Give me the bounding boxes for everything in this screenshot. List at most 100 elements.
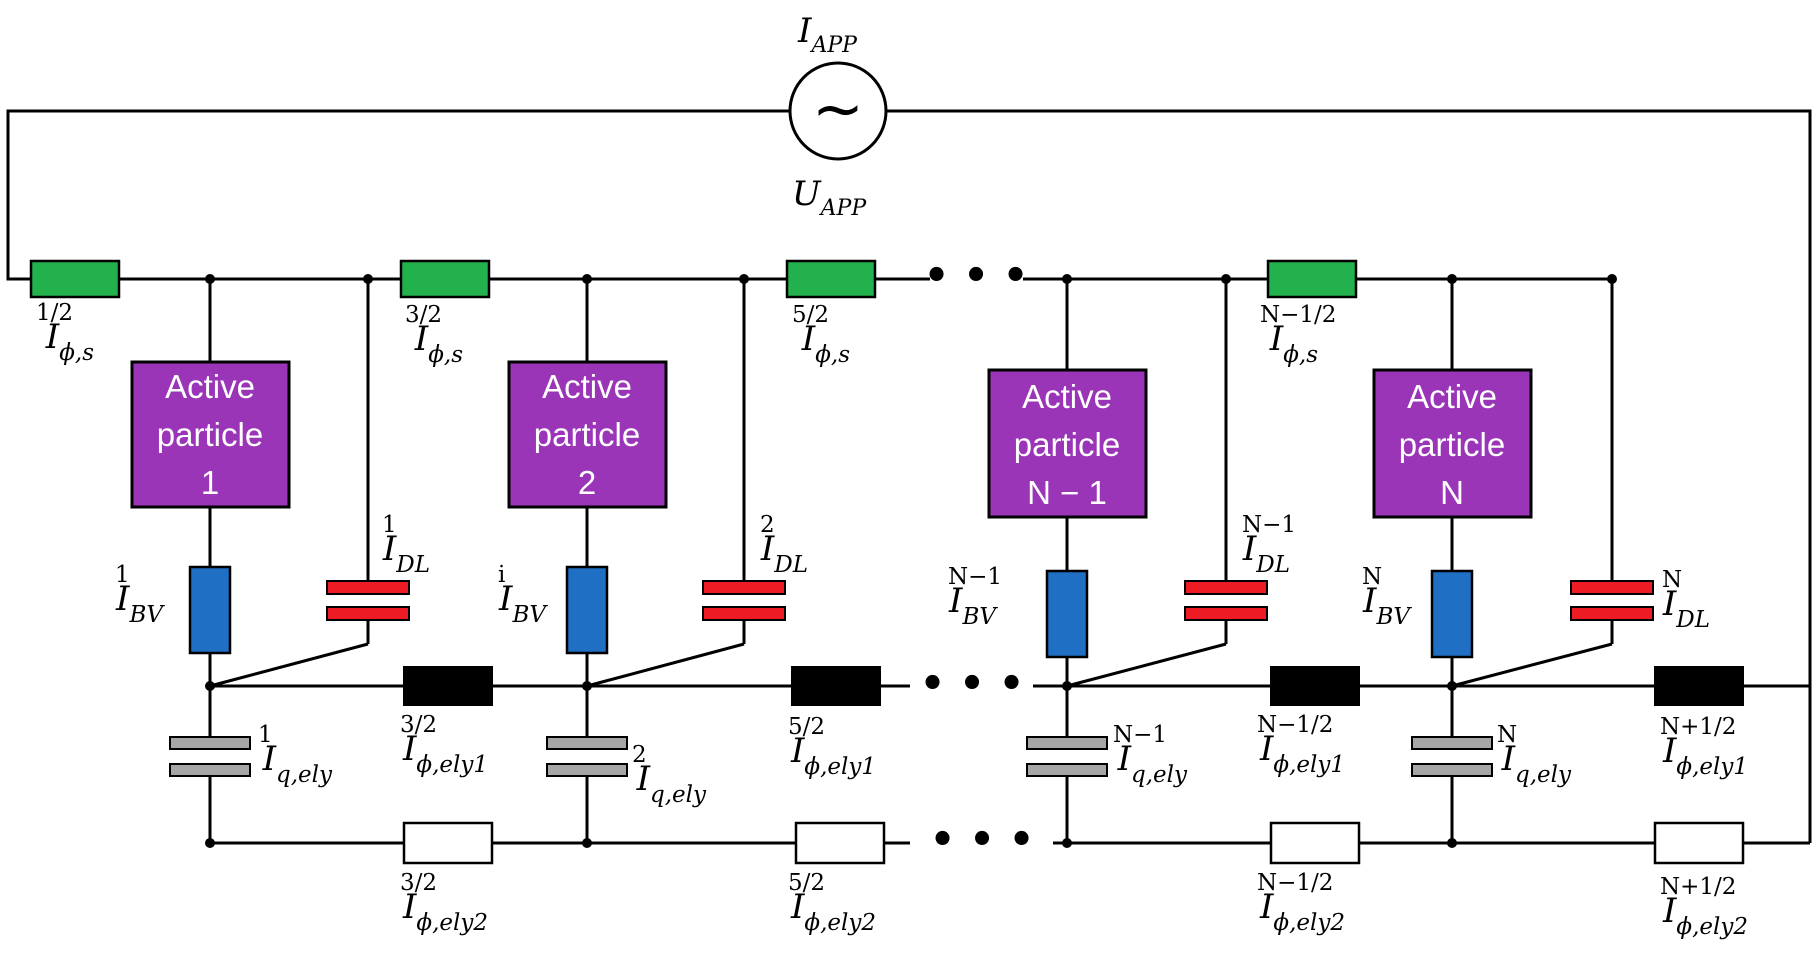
bv-label: IBVi [498,562,548,628]
active-particle-n: Active particle N [1372,368,1533,519]
junction-dot [582,681,592,691]
junctions [205,274,1617,848]
bv-label: IBVN [1362,564,1412,630]
ely-capacitor-plate [1026,736,1108,750]
solid-resistor [29,259,121,299]
particle-label-line: Active [1407,378,1497,415]
active-particle-n-minus-1: Active particle N − 1 [987,368,1148,519]
ely-capacitor-plate [1411,763,1493,777]
junction-dot [582,274,592,284]
solid-resistors [29,259,1358,299]
solid-label: Iϕ,s5/2 [792,302,850,368]
ac-source-glyph: ∼ [812,72,864,145]
ely2-label: Iϕ,ely25/2 [788,870,876,936]
bv-resistors [188,565,1474,659]
ely1-label: Iϕ,ely1N+1/2 [1660,714,1748,780]
dl-label: IDLN [1662,567,1710,633]
dl-capacitor-plate [326,580,410,595]
dl-capacitors [326,580,1654,621]
bv-resistor [1430,569,1474,659]
junction-dot [1447,274,1457,284]
junction-dot [205,838,215,848]
source-voltage-label: UAPP [792,174,867,221]
ely-capacitor-plate [169,736,251,750]
ely-capacitor-plate [546,763,628,777]
dl-capacitor-plate [1184,580,1268,595]
particle-label-line: 1 [201,464,219,501]
ely-capacitor-plate [169,763,251,777]
ely2-label: Iϕ,ely23/2 [400,870,488,936]
bv-resistor [565,565,609,655]
ely1-resistor [1270,666,1360,706]
active-particle-2: Active particle 2 [507,360,668,509]
junction-dot [205,274,215,284]
ely1-label: Iϕ,ely1N−1/2 [1257,712,1345,778]
wire-source-right [886,109,1812,688]
junction-dot [1062,274,1072,284]
solid-label: Iϕ,s1/2 [36,300,94,366]
particle-label-line: N − 1 [1027,474,1107,511]
particle-label-line: particle [157,416,263,453]
dl-label: IDL2 [760,512,808,578]
ely2-label: Iϕ,ely2N+1/2 [1660,874,1748,940]
dl-capacitor-plate [1570,606,1654,621]
ely2-label: Iϕ,ely2N−1/2 [1257,870,1345,936]
ely1-resistors [403,666,1744,706]
q-ely-label: Iq,ely1 [258,722,333,788]
ellipsis-ely2: • • • [930,817,1035,863]
q-ely-label: Iq,elyN [1497,722,1572,788]
ely1-resistor [791,666,881,706]
ely1-label: Iϕ,ely13/2 [400,712,488,778]
dl-capacitor-plate [1570,580,1654,595]
junction-dot [1062,681,1072,691]
ely-capacitor-plate [1411,736,1493,750]
dl-label: IDL1 [382,512,430,578]
particle-label-line: particle [1014,426,1120,463]
ely1-resistor [403,666,493,706]
junction-dot [205,681,215,691]
ely2-resistor [1269,821,1361,865]
particle-label-line: Active [542,368,632,405]
bv-label: IBVN−1 [948,564,1002,630]
dl-capacitor-plate [326,606,410,621]
junction-dot [739,274,749,284]
ely-capacitor-plate [546,736,628,750]
source-current-label: IAPP [797,11,858,58]
ellipsis-ely1: • • • [920,661,1025,707]
active-particle-1: Active particle 1 [130,360,291,509]
junction-dot [1062,838,1072,848]
junction-dot [1607,274,1617,284]
particle-label-line: Active [165,368,255,405]
ely2-resistors [402,821,1745,865]
ely-capacitor-plate [1026,763,1108,777]
ellipses: • • • • • • • • • [920,253,1035,863]
bv-resistor [188,565,232,655]
solid-resistor [1266,259,1358,299]
ely2-resistor [1653,821,1745,865]
junction-dot [582,838,592,848]
particle-label-line: particle [1399,426,1505,463]
junction-dot [1447,838,1457,848]
wire-dl2-diag [586,642,745,688]
ely2-resistor [794,821,886,865]
bv-resistor [1045,569,1089,659]
wire-dl4-diag [1451,642,1613,688]
dl-capacitor-plate [702,580,786,595]
solid-resistor [399,259,491,299]
particle-label-line: particle [534,416,640,453]
solid-resistor [785,259,877,299]
junction-dot [363,274,373,284]
q-ely-label: Iq,ely2 [632,742,707,808]
bv-label: IBV1 [115,562,165,628]
solid-label: Iϕ,sN−1/2 [1260,302,1336,368]
dl-capacitor-plate [1184,606,1268,621]
ac-source-circle [788,61,888,161]
ely-capacitors [169,736,1493,777]
active-particles: Active particle 1 Active particle 2 Acti… [130,360,1533,519]
component-labels: Iϕ,s1/2 Iϕ,s3/2 Iϕ,s5/2 Iϕ,sN−1/2 IBV1 I… [36,300,1748,940]
ac-source: ∼ IAPP UAPP [788,11,888,221]
particle-label-line: N [1440,474,1464,511]
wire-dl3-diag [1066,642,1227,688]
particle-label-line: 2 [578,464,596,501]
